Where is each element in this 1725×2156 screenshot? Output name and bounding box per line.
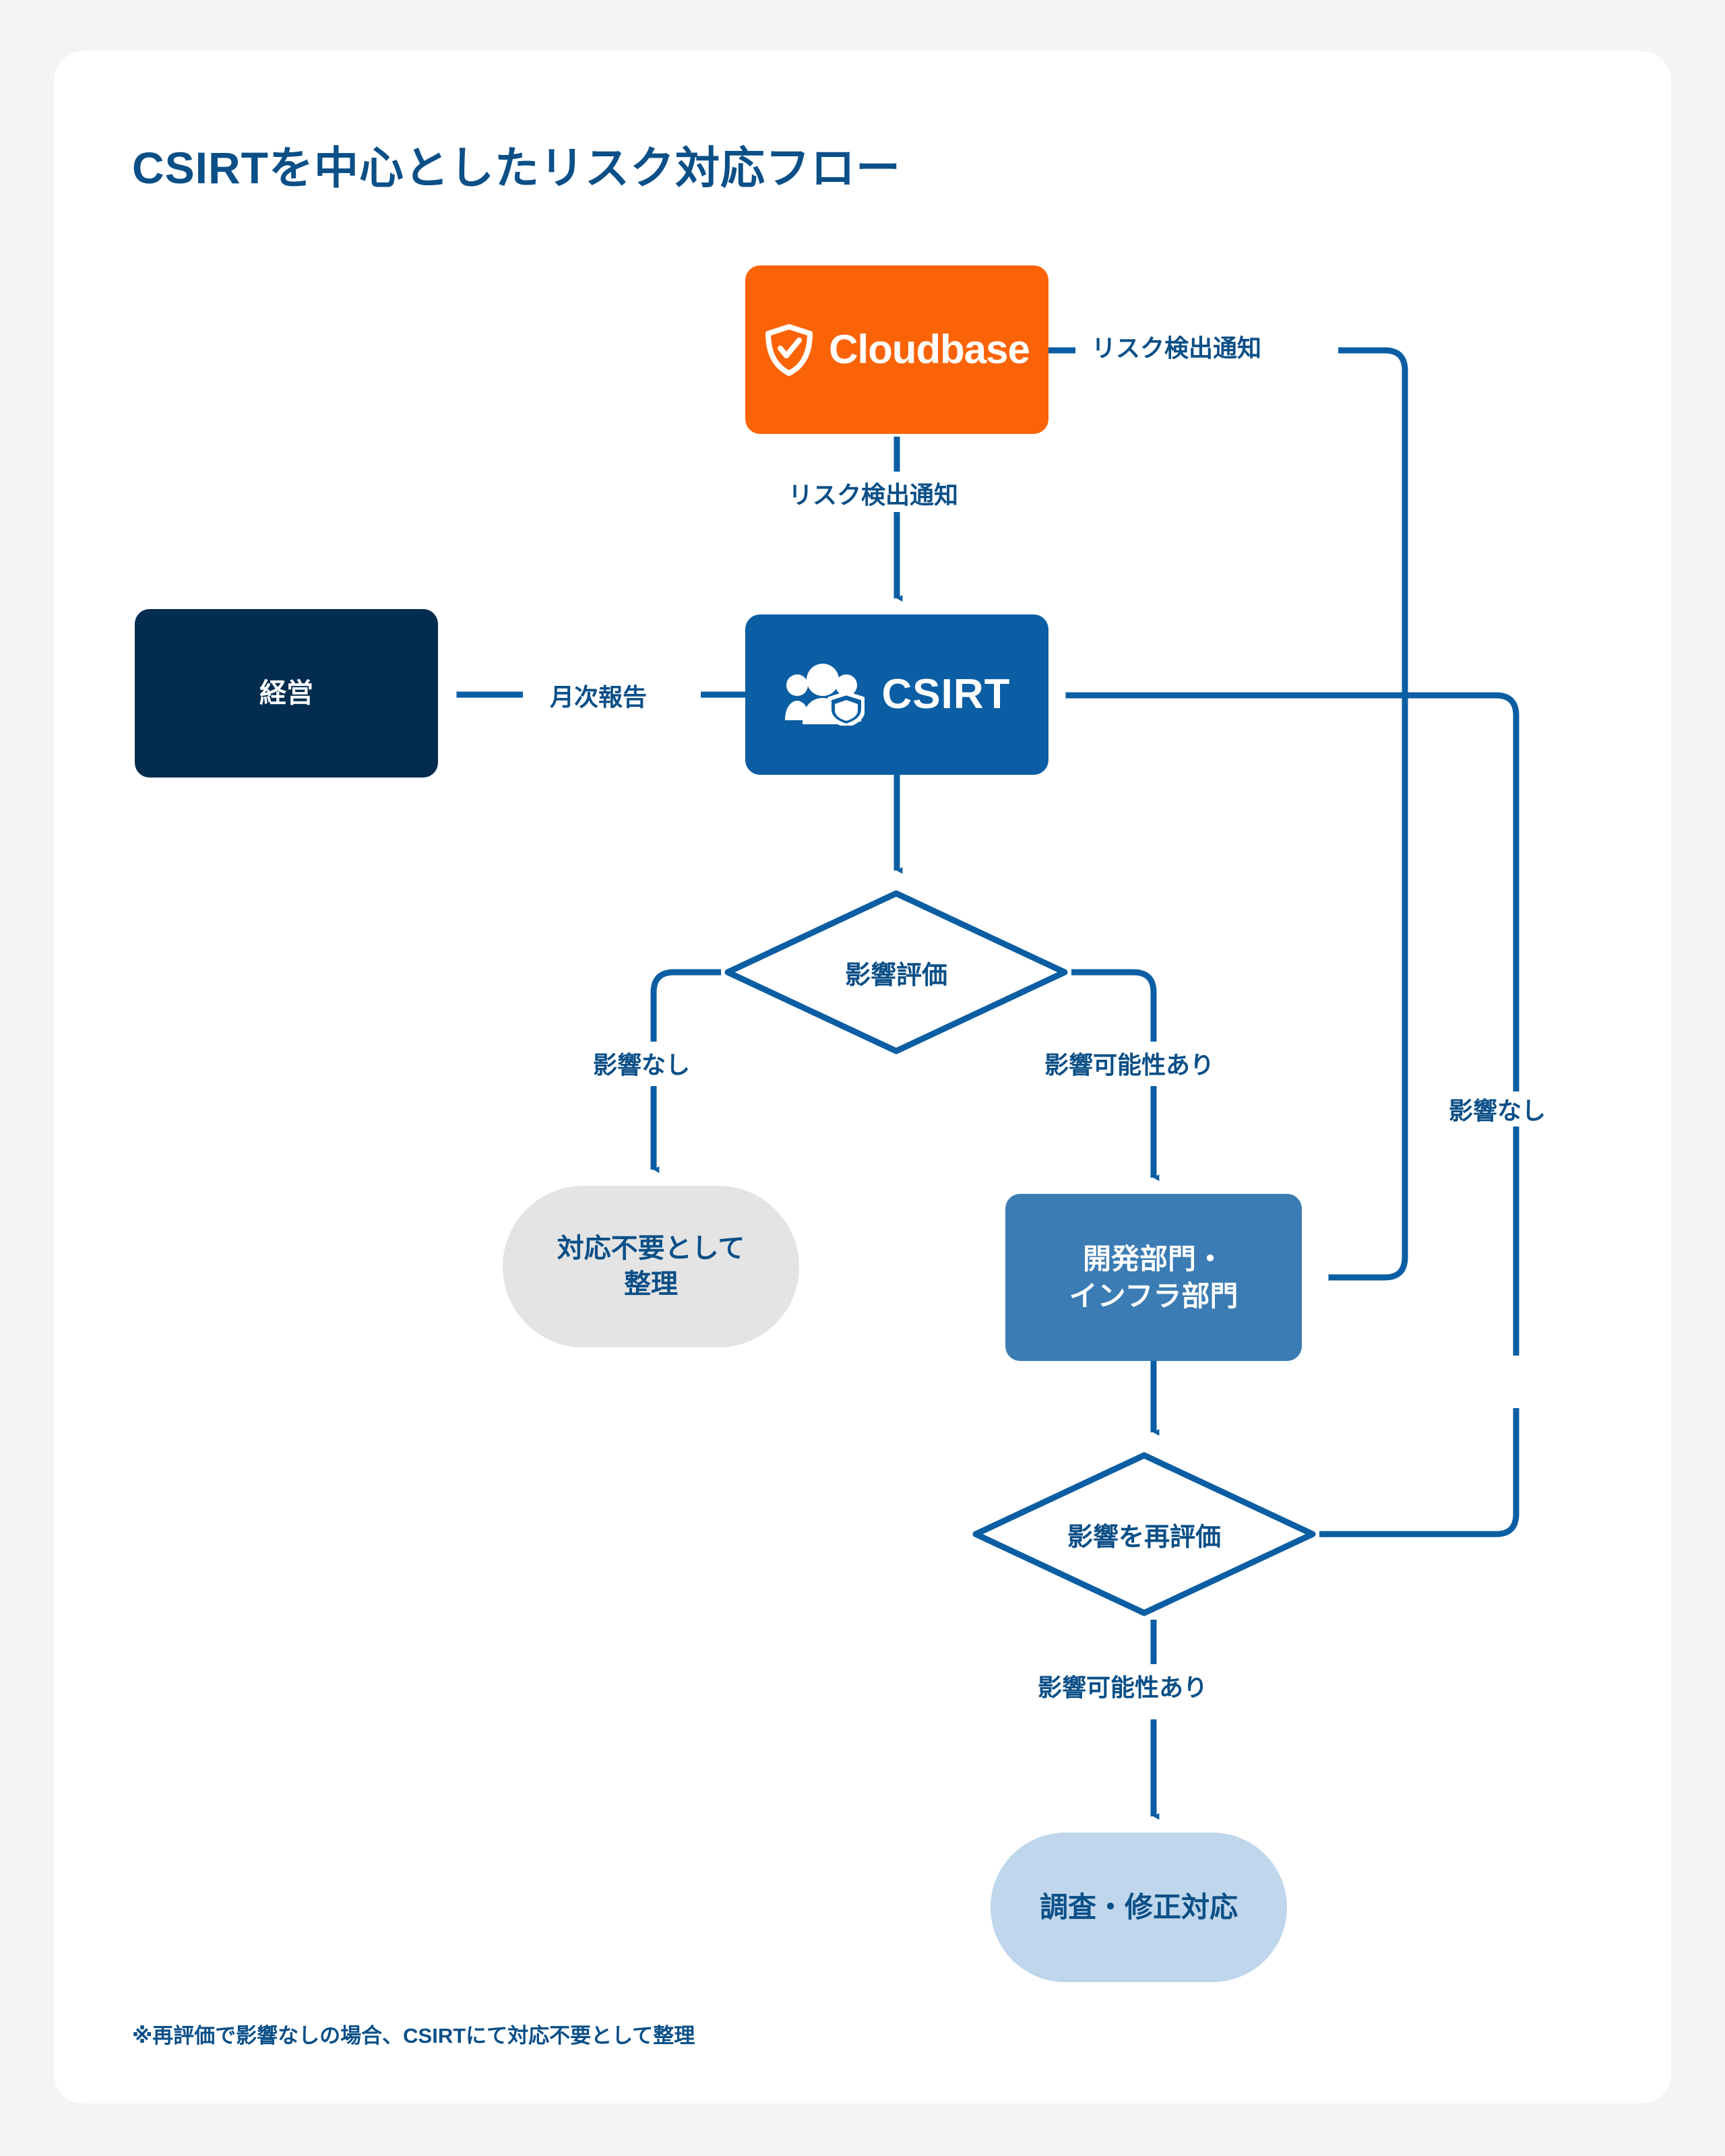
edge-label-impact-none: 影響なし — [586, 1046, 697, 1081]
edge-label-reassess-none: 影響なし — [1442, 1091, 1553, 1127]
node-cloudbase[interactable]: Cloudbase — [745, 265, 1048, 434]
node-management[interactable]: 経営 — [135, 609, 438, 778]
node-investigate-fix[interactable]: 調査・修正対応 — [991, 1833, 1287, 1982]
node-dev-infra[interactable]: 開発部門・ インフラ部門 — [1005, 1194, 1302, 1361]
edge-label-impact-possible: 影響可能性あり — [1038, 1046, 1222, 1081]
node-reassess-impact[interactable]: 影響を再評価 — [969, 1449, 1319, 1620]
edge-label-risk-detection-center: リスク検出通知 — [782, 476, 966, 511]
people-shield-icon — [784, 664, 865, 728]
management-label: 経営 — [259, 678, 313, 708]
node-impact-assessment[interactable]: 影響評価 — [721, 887, 1071, 1058]
edge-label-monthly-report: 月次報告 — [543, 678, 654, 713]
edge-label-risk-detection-right: リスク検出通知 — [1085, 329, 1269, 364]
edge-label-reassess-possible: 影響可能性あり — [1031, 1668, 1215, 1703]
page-title: CSIRTを中心としたリスク対応フロー — [132, 143, 901, 193]
node-no-action-needed[interactable]: 対応不要として 整理 — [503, 1186, 799, 1348]
csirt-label: CSIRT — [881, 671, 1011, 718]
footnote: ※再評価で影響なしの場合、CSIRTにて対応不要として整理 — [132, 2024, 695, 2048]
shield-check-icon — [764, 323, 814, 377]
no-action-needed-label: 対応不要として 整理 — [557, 1234, 745, 1299]
node-csirt[interactable]: CSIRT — [745, 614, 1048, 775]
dev-infra-label: 開発部門・ インフラ部門 — [1069, 1242, 1238, 1312]
investigate-fix-label: 調査・修正対応 — [1039, 1891, 1238, 1924]
cloudbase-wordmark: Cloudbase — [829, 327, 1030, 373]
